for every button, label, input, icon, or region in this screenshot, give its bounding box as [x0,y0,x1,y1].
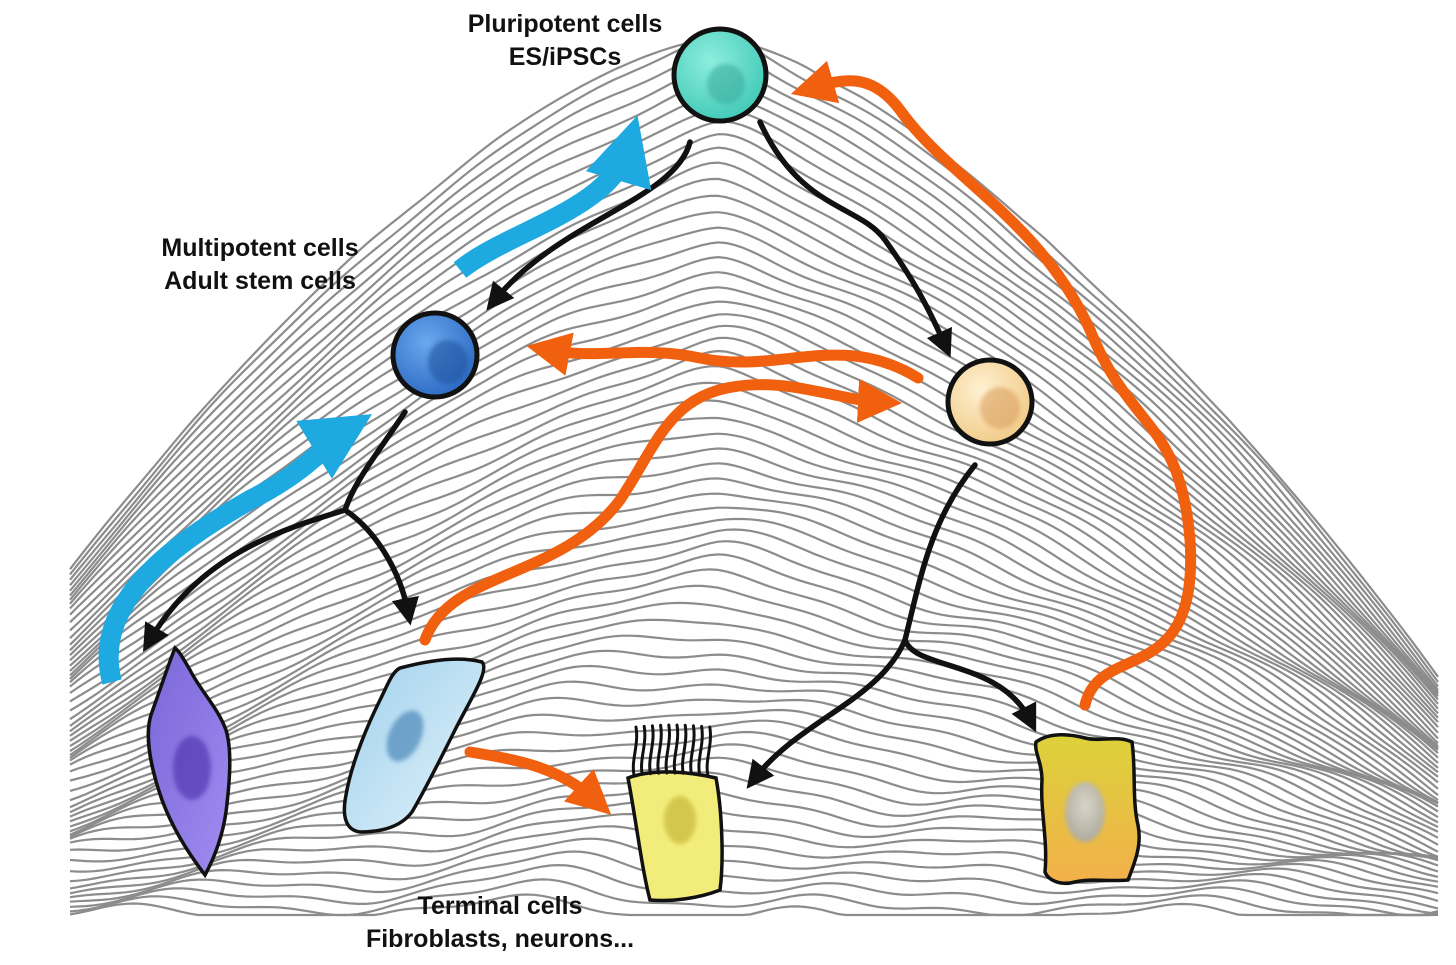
progenitor-cell-icon [945,357,1035,447]
contour-line [69,825,1439,902]
contour-line [69,161,1439,715]
arrow-pluripotent-to-multipotent [486,139,693,311]
contour-line [69,584,1439,828]
contour-line [69,506,1439,804]
contour-line [69,133,1439,705]
contour-line [69,799,1439,888]
label-multipotent-cells: Multipotent cells Adult stem cells [140,232,380,298]
contour-line [69,313,1439,751]
yellow-cell-icon [1033,733,1141,885]
contour-line [69,286,1439,749]
cilium [689,724,696,776]
purple-fibroblast-icon [146,645,232,879]
contour-line [69,462,1439,801]
contour-line [69,120,1439,701]
pluripotent-cell-icon [671,26,769,124]
contour-line [69,324,1439,754]
label-pluripotent-line2: ES/iPSCs [508,43,622,71]
cilium [697,724,704,776]
contour-line [69,399,1439,778]
label-terminal-cells: Terminal cells Fibroblasts, neurons... [340,890,660,956]
label-terminal-line2: Fibroblasts, neurons... [365,925,635,953]
label-terminal-line1: Terminal cells [417,892,583,920]
contour-line [69,432,1439,790]
contour-line [69,618,1439,839]
contour-line [69,812,1439,895]
contour-line [69,300,1439,750]
contour-line [69,528,1439,808]
arrow-pluripotent-to-progenitor [757,119,952,358]
multipotent-cell-icon [390,310,480,400]
arrow-orange-yellow-cell-to-pluripotent [790,60,1197,711]
arrow-blue-terminal-to-multipotent [98,414,372,685]
contour-line [69,365,1439,769]
reprogramming-arrows [419,60,1197,815]
contour-line [69,719,1439,859]
contour-line [69,863,1439,917]
contour-line [69,416,1439,784]
cilium [656,723,663,775]
differentiation-arrows [143,119,1037,789]
contour-line [69,837,1439,910]
arrow-branch-to-ciliated-cell [746,637,908,789]
cilium [672,723,680,775]
arrow-orange-blue-fibroblast-to-ciliated [464,746,612,815]
contour-line [69,878,1439,917]
arrow-branch-to-blue-fibroblast [342,507,419,626]
label-multipotent-line1: Multipotent cells [161,234,359,262]
contour-line [69,708,1439,858]
label-multipotent-line2: Adult stem cells [164,267,356,295]
contour-line [69,680,1439,860]
arrow-multipotent-to-branch [342,409,408,513]
contour-line [69,664,1439,858]
arrow-branch-to-purple-fibroblast [143,507,348,652]
ciliated-cell-icon [626,723,724,903]
contour-line [69,634,1439,846]
dedifferentiation-arrows [98,115,652,685]
contour-line [69,553,1439,819]
cilium [631,725,639,777]
contour-line [69,517,1439,805]
arrow-orange-blue-fibroblast-to-progenitor [419,378,902,646]
cilium [681,723,688,775]
contour-line [69,785,1439,883]
arrow-blue-multipotent-to-pluripotent [453,115,652,278]
cilium [648,724,655,776]
contour-line [69,893,1439,917]
contour-line [69,730,1439,862]
arrow-progenitor-to-branch [902,462,978,643]
contour-line [69,743,1439,867]
contour-line [69,381,1439,774]
contour-line [69,492,1439,804]
arrow-branch-to-yellow-cell [902,637,1037,733]
blue-fibroblast-icon [342,657,486,834]
cilium [640,724,647,776]
contour-line [69,107,1439,697]
contour-line [69,477,1439,804]
contour-line [69,649,1439,853]
contour-line [69,447,1439,796]
cilium [664,723,671,775]
cilium [705,725,712,777]
contour-line [69,850,1439,915]
contour-line [69,696,1439,860]
contour-line [69,568,1439,824]
arrow-orange-progenitor-to-multipotent [526,332,924,384]
contour-line [69,540,1439,813]
label-pluripotent-line1: Pluripotent cells [467,10,663,38]
label-pluripotent-cells: Pluripotent cells ES/iPSCs [440,8,690,74]
contour-line [69,146,1439,710]
contour-line [69,601,1439,833]
contour-line [69,336,1439,759]
contour-line [69,49,1439,688]
